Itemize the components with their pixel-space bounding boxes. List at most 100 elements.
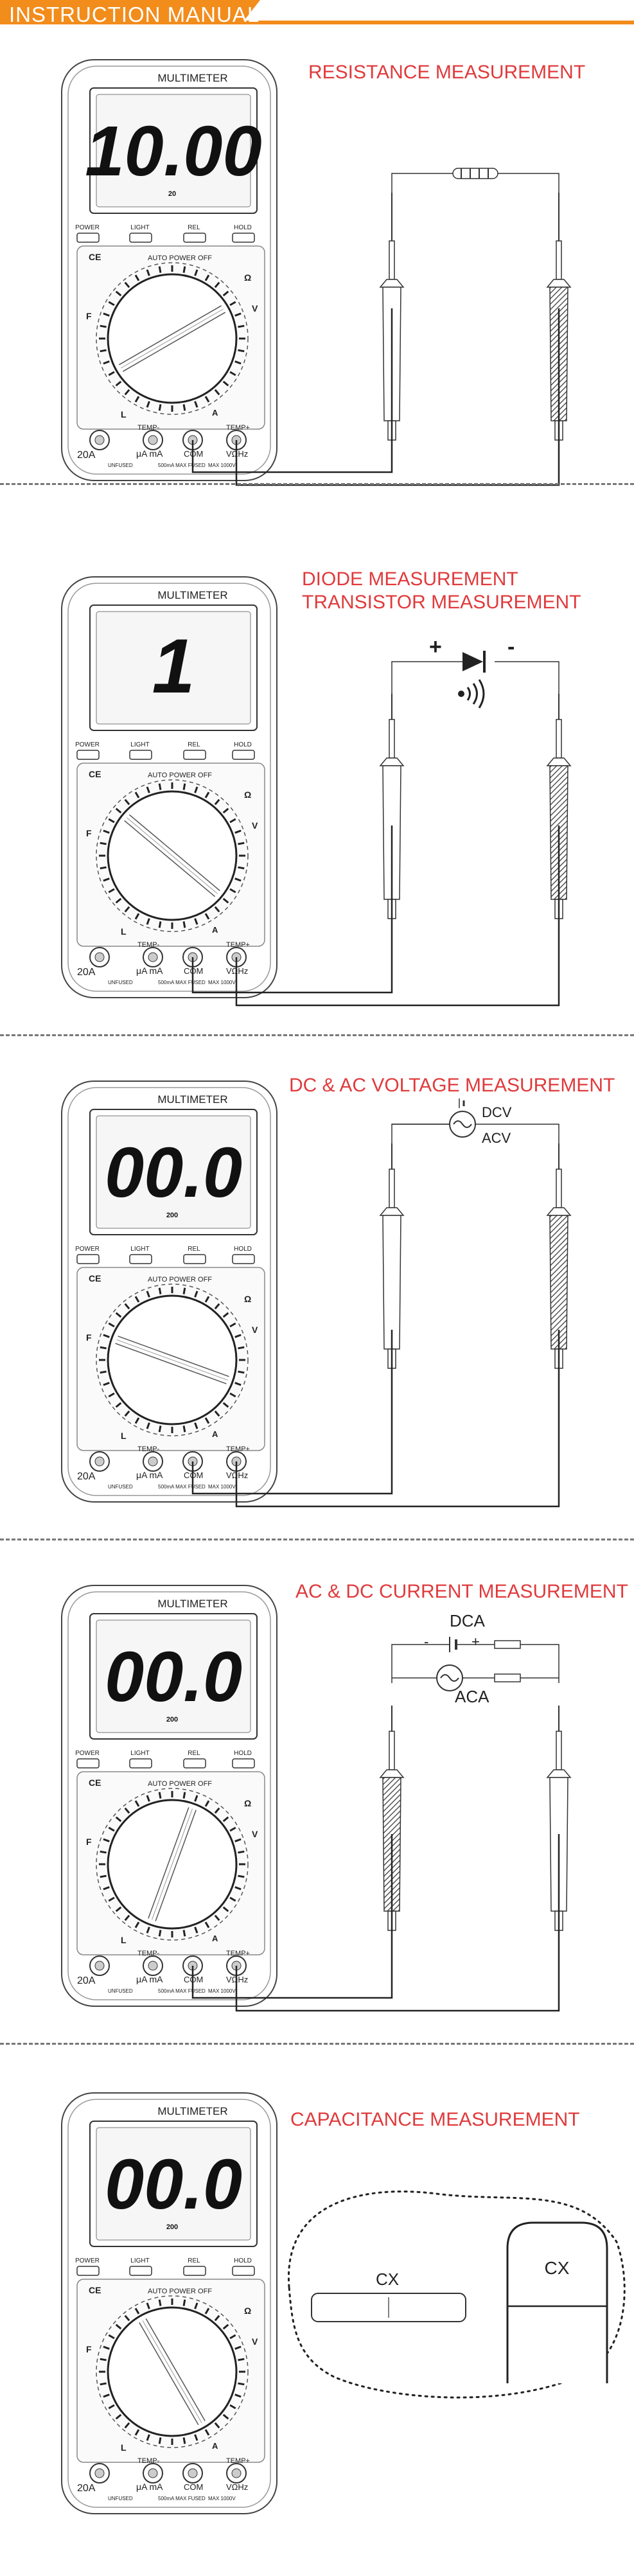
meter-button-rel[interactable] (183, 1254, 206, 1264)
fuse-note-unfused: UNFUSED (108, 2496, 133, 2501)
dial-glyph-l: L (121, 409, 127, 419)
meter-label: MULTIMETER (157, 1093, 227, 1106)
dial-glyph-f: F (86, 1332, 92, 1343)
button-label: HOLD (234, 741, 252, 748)
test-lead-wires (191, 1834, 560, 2012)
box-capacitor-label: CX (545, 2258, 570, 2278)
lcd-range: 200 (166, 2223, 178, 2231)
meter-button-hold[interactable] (232, 2266, 255, 2276)
meter-button-rel[interactable] (183, 233, 206, 243)
section-title-line: DC & AC VOLTAGE MEASUREMENT (289, 1075, 615, 1096)
jack-label-temp-plus: TEMP+ (226, 2457, 250, 2465)
jack-label-temp-minus: TEMP- (137, 1950, 160, 1957)
meter-button-rel[interactable] (183, 750, 206, 760)
meter-button-hold[interactable] (232, 1254, 255, 1264)
auto-power-off-label: AUTO POWER OFF (148, 254, 212, 262)
meter-button-power[interactable] (76, 1254, 100, 1264)
jack-label-20a: 20A (77, 1975, 96, 1986)
button-label: POWER (75, 2257, 100, 2264)
dial-glyph-f: F (86, 2344, 92, 2354)
dial-pointer (139, 2318, 206, 2426)
button-label: HOLD (234, 2257, 252, 2264)
button-label: LIGHT (130, 1246, 149, 1253)
fuse-note-fused: 500mA MAX FUSED (158, 1484, 206, 1490)
dial-glyph-a: A (212, 408, 218, 418)
jack-label-temp-plus: TEMP+ (226, 1950, 250, 1957)
ce-mark-icon: CE (89, 1778, 101, 1788)
voltage-circuit: DCV ACV (391, 1098, 559, 1147)
lcd-reading: 00.0 (105, 1133, 242, 1212)
dial-glyph-l: L (121, 1431, 127, 1441)
button-label: LIGHT (130, 2257, 149, 2264)
meter-button-light[interactable] (129, 233, 152, 243)
dial-glyph-a: A (212, 2441, 218, 2451)
meter-button-power[interactable] (76, 1758, 100, 1769)
acv-label: ACV (482, 1130, 511, 1146)
dial-glyph-v: V (252, 2336, 258, 2347)
section-title: DC & AC VOLTAGE MEASUREMENT (289, 1074, 615, 1097)
diode-minus-label: - (507, 635, 515, 659)
meter-button-power[interactable] (76, 233, 100, 243)
auto-power-off-label: AUTO POWER OFF (148, 1780, 212, 1788)
jack-label-20a: 20A (77, 450, 96, 461)
dc-plus-label: + (471, 1634, 480, 1650)
meter-button-rel[interactable] (183, 2266, 206, 2276)
meter-button-rel[interactable] (183, 1758, 206, 1769)
dial-scale (96, 2295, 249, 2448)
jack-label-temp-plus: TEMP+ (226, 424, 250, 432)
jack-label-ua-ma: μA mA (136, 966, 163, 976)
dial-glyph-l: L (121, 926, 127, 937)
meter-button-power[interactable] (76, 750, 100, 760)
button-label: POWER (75, 1750, 100, 1757)
jack-label-temp-plus: TEMP+ (226, 941, 250, 949)
meter-button-hold[interactable] (232, 750, 255, 760)
meter-label: MULTIMETER (157, 1598, 227, 1610)
dial-glyph-ohm: Ω (244, 272, 251, 283)
meter-label: MULTIMETER (157, 589, 227, 601)
button-label: LIGHT (130, 741, 149, 748)
meter-button-light[interactable] (129, 1758, 152, 1769)
section-divider (0, 483, 634, 485)
meter-button-hold[interactable] (232, 1758, 255, 1769)
ce-mark-icon: CE (89, 1273, 101, 1284)
dial-glyph-a: A (212, 925, 218, 935)
fuse-note-unfused: UNFUSED (108, 1988, 133, 1994)
ce-mark-icon: CE (89, 769, 101, 779)
meter-button-hold[interactable] (232, 233, 255, 243)
meter-button-power[interactable] (76, 2266, 100, 2276)
button-label: LIGHT (130, 224, 149, 231)
jack-label-20a: 20A (77, 2483, 96, 2494)
jack-label-temp-minus: TEMP- (137, 1445, 160, 1453)
button-label: REL (188, 1246, 200, 1253)
meter-button-light[interactable] (129, 2266, 152, 2276)
section-title: CAPACITANCE MEASUREMENT (290, 2108, 580, 2131)
section-title: AC & DC CURRENT MEASUREMENT (295, 1580, 628, 1603)
jack-label-temp-minus: TEMP- (137, 941, 160, 949)
meter-label: MULTIMETER (157, 2105, 227, 2117)
lcd-reading: 00.0 (105, 1637, 242, 1716)
diode-plus-label: + (429, 635, 442, 659)
section-divider (0, 1539, 634, 1540)
dcv-label: DCV (482, 1104, 512, 1120)
jack-label-20a: 20A (77, 967, 96, 978)
capacitance-diagram: CX CX (287, 2190, 626, 2399)
dial-scale (96, 1788, 249, 1941)
meter-button-light[interactable] (129, 1254, 152, 1264)
dca-label: DCA (450, 1611, 486, 1630)
lcd-reading: 00.0 (105, 2145, 242, 2224)
range-note: MAX 1000V (208, 980, 236, 985)
fuse-note-fused: 500mA MAX FUSED (158, 980, 206, 985)
button-label: REL (188, 741, 200, 748)
dial-scale (96, 779, 249, 932)
meter-button-light[interactable] (129, 750, 152, 760)
flat-capacitor-label: CX (376, 2270, 399, 2289)
